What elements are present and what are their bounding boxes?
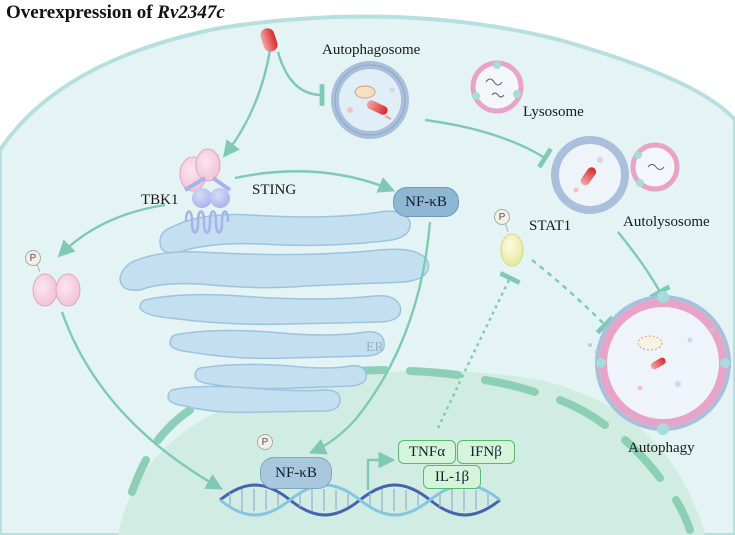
autolysosome-label: Autolysosome bbox=[623, 214, 710, 230]
autolysosome-icon bbox=[551, 136, 680, 214]
figure-title: Overexpression of Rv2347c bbox=[6, 2, 225, 23]
arrow-dna-cytokines bbox=[366, 451, 396, 490]
phospho-marker-nfkb: P bbox=[257, 434, 273, 450]
sting-label: STING bbox=[252, 182, 297, 198]
tbk1-label: TBK1 bbox=[141, 192, 179, 208]
cytokine-il1b: IL-1β bbox=[423, 465, 481, 489]
phospho-tbk1-dimer-icon bbox=[32, 261, 81, 307]
arrow-sting-nfkb bbox=[234, 170, 396, 193]
inhibit-cytokines-stat1 bbox=[436, 271, 521, 429]
cytokine-tnfa: TNFα bbox=[398, 440, 456, 464]
nuclear-envelope bbox=[128, 366, 694, 534]
autophagy-label: Autophagy bbox=[628, 440, 695, 456]
lysosome-icon bbox=[470, 60, 524, 114]
arrow-nfkb-nucleus bbox=[308, 221, 432, 455]
sting-icon bbox=[183, 176, 232, 234]
rv2347c-protein-icon bbox=[260, 28, 278, 52]
arrow-tbk1-phospho bbox=[57, 203, 166, 258]
nfkb-nucleus: NF-κB bbox=[260, 457, 332, 489]
phospho-marker-tbk1: P bbox=[25, 250, 41, 266]
inhibit-autolysosome-autophagy bbox=[617, 231, 671, 300]
nfkb-cytoplasm: NF-κB bbox=[393, 187, 459, 217]
pathway-connectors bbox=[57, 49, 671, 490]
er-label: ER bbox=[366, 340, 384, 355]
inhibit-autophagosome-autolysosome bbox=[424, 118, 553, 169]
inhibit-rv2347c-autophagosome bbox=[276, 51, 325, 106]
tbk1-dimer-icon bbox=[179, 148, 221, 192]
arrow-rv2347c-to-tbk1 bbox=[222, 49, 272, 158]
lysosome-label: Lysosome bbox=[523, 104, 584, 120]
autophagy-vacuole-icon bbox=[588, 291, 731, 435]
phospho-marker-stat1: P bbox=[494, 209, 510, 225]
autophagosome-icon bbox=[331, 61, 409, 139]
arrow-phospho-dimer-nucleus bbox=[60, 311, 223, 490]
autophagosome-label: Autophagosome bbox=[322, 42, 421, 58]
stat1-label: STAT1 bbox=[529, 218, 572, 234]
cytokine-ifnb: IFNβ bbox=[457, 440, 515, 464]
